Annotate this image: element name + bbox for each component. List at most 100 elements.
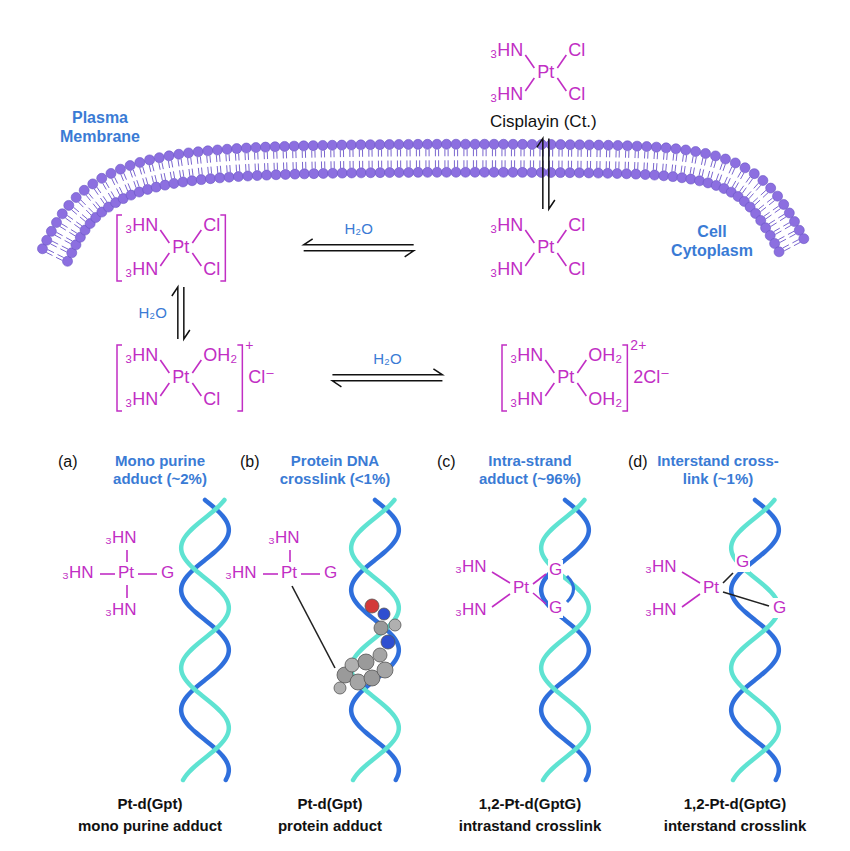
lipid-tail [746, 191, 751, 196]
lipid-head [222, 144, 232, 154]
lipid-tail [124, 173, 127, 179]
lipid-tail [60, 227, 66, 231]
lipid-head [758, 175, 768, 185]
lipid-tail [637, 162, 638, 169]
lipid-tail [134, 181, 136, 188]
lipid-tail [400, 149, 401, 156]
lipid-tail [416, 160, 417, 167]
lipid-head [461, 167, 471, 177]
lipid-tail [467, 149, 468, 156]
lipid-head [97, 173, 107, 183]
atom-label: ₃HN [455, 600, 486, 620]
lipid-tail [735, 183, 738, 189]
lipid-tail [50, 244, 56, 247]
lipid-tail [292, 151, 293, 158]
lipid-tail [62, 224, 68, 228]
lipid-tail [274, 163, 275, 170]
lipid-tail [106, 182, 109, 188]
lipid-head [366, 168, 376, 178]
lipid-tail [742, 188, 746, 194]
atom-label: Pt [537, 237, 554, 259]
lipid-head [169, 178, 179, 188]
atom [381, 635, 395, 649]
lipid-tail [88, 208, 93, 213]
lipid-tail [79, 202, 84, 207]
compound-name: Cisplayin (Ct.) [490, 112, 597, 132]
lipid-tail [780, 217, 786, 221]
lipid-tail [775, 209, 781, 213]
bond [301, 573, 320, 575]
lipid-tail [155, 175, 157, 182]
lipid-tail [112, 179, 115, 185]
lipid-tail [239, 164, 240, 171]
lipid-tail [619, 151, 620, 158]
panel-letter: (d) [628, 452, 648, 471]
lipid-tail [738, 171, 741, 177]
lipid-head [151, 182, 161, 192]
lipid-tail [435, 149, 436, 156]
dna-helices [181, 500, 779, 780]
lipid-tail [111, 191, 114, 197]
lipid-tail [343, 150, 344, 157]
lipid-head [413, 167, 423, 177]
molecule: ₃HNPtOH₂₃HNCl+Cl⁻ [115, 345, 275, 411]
lipid-tail [352, 150, 353, 157]
lipid-tail [753, 198, 758, 203]
panel-caption: protein adduct [278, 817, 382, 835]
lipid-tail [197, 157, 199, 164]
lipid-tail [746, 177, 750, 183]
dna-strand [731, 500, 779, 780]
lipid-tail [720, 163, 722, 170]
lipid-tail [58, 254, 64, 257]
lipid-tail [93, 204, 97, 209]
lipid-head [642, 142, 652, 152]
lipid-tail [201, 168, 203, 175]
lipid-tail [511, 149, 512, 156]
lipid-tail [457, 149, 458, 156]
lipid-tail [581, 161, 582, 168]
lipid-tail [618, 162, 619, 169]
bond [126, 585, 128, 598]
arrow-line [332, 381, 442, 387]
lipid-tail [767, 198, 772, 202]
lipid-tail [482, 149, 483, 156]
lipid-tail [372, 161, 373, 168]
charge-label: 2+ [630, 337, 646, 354]
lipid-tail [558, 150, 559, 157]
lipid-tail [520, 149, 521, 156]
lipid-tail [48, 250, 54, 253]
lipid-tail [372, 150, 373, 157]
lipid-head [422, 139, 432, 149]
lipid-tail [681, 166, 683, 173]
lipid-head [686, 174, 696, 184]
lipid-tail [69, 232, 75, 236]
lipid-tail [295, 151, 296, 158]
lipid-tail [615, 161, 616, 168]
lipid-tail [784, 248, 790, 251]
lipid-tail [785, 225, 791, 228]
bend-arc [567, 576, 574, 602]
lipid-tail [501, 149, 502, 156]
lipid-tail [198, 168, 200, 175]
lipid-tail [732, 181, 735, 187]
lipid-tail [286, 151, 287, 158]
lipid-tail [343, 161, 344, 168]
lipid-tail [761, 190, 766, 195]
lipid-head [337, 168, 347, 178]
equilibrium-arrow [332, 369, 442, 387]
region-label: Plasma Membrane [53, 108, 148, 146]
lipid-tail [568, 161, 569, 168]
lipid-head [337, 140, 347, 150]
lipid-tail [590, 161, 591, 168]
dna-strand [181, 500, 229, 780]
bond [557, 230, 566, 243]
lipid-tail [486, 160, 487, 167]
lipid-tail [511, 160, 512, 167]
lipid-tail [454, 160, 455, 167]
lipid-tail [143, 167, 145, 174]
lipid-head [356, 140, 366, 150]
lipid-tail [552, 150, 553, 157]
lipid-head [271, 170, 281, 180]
lipid-tail [647, 163, 648, 170]
